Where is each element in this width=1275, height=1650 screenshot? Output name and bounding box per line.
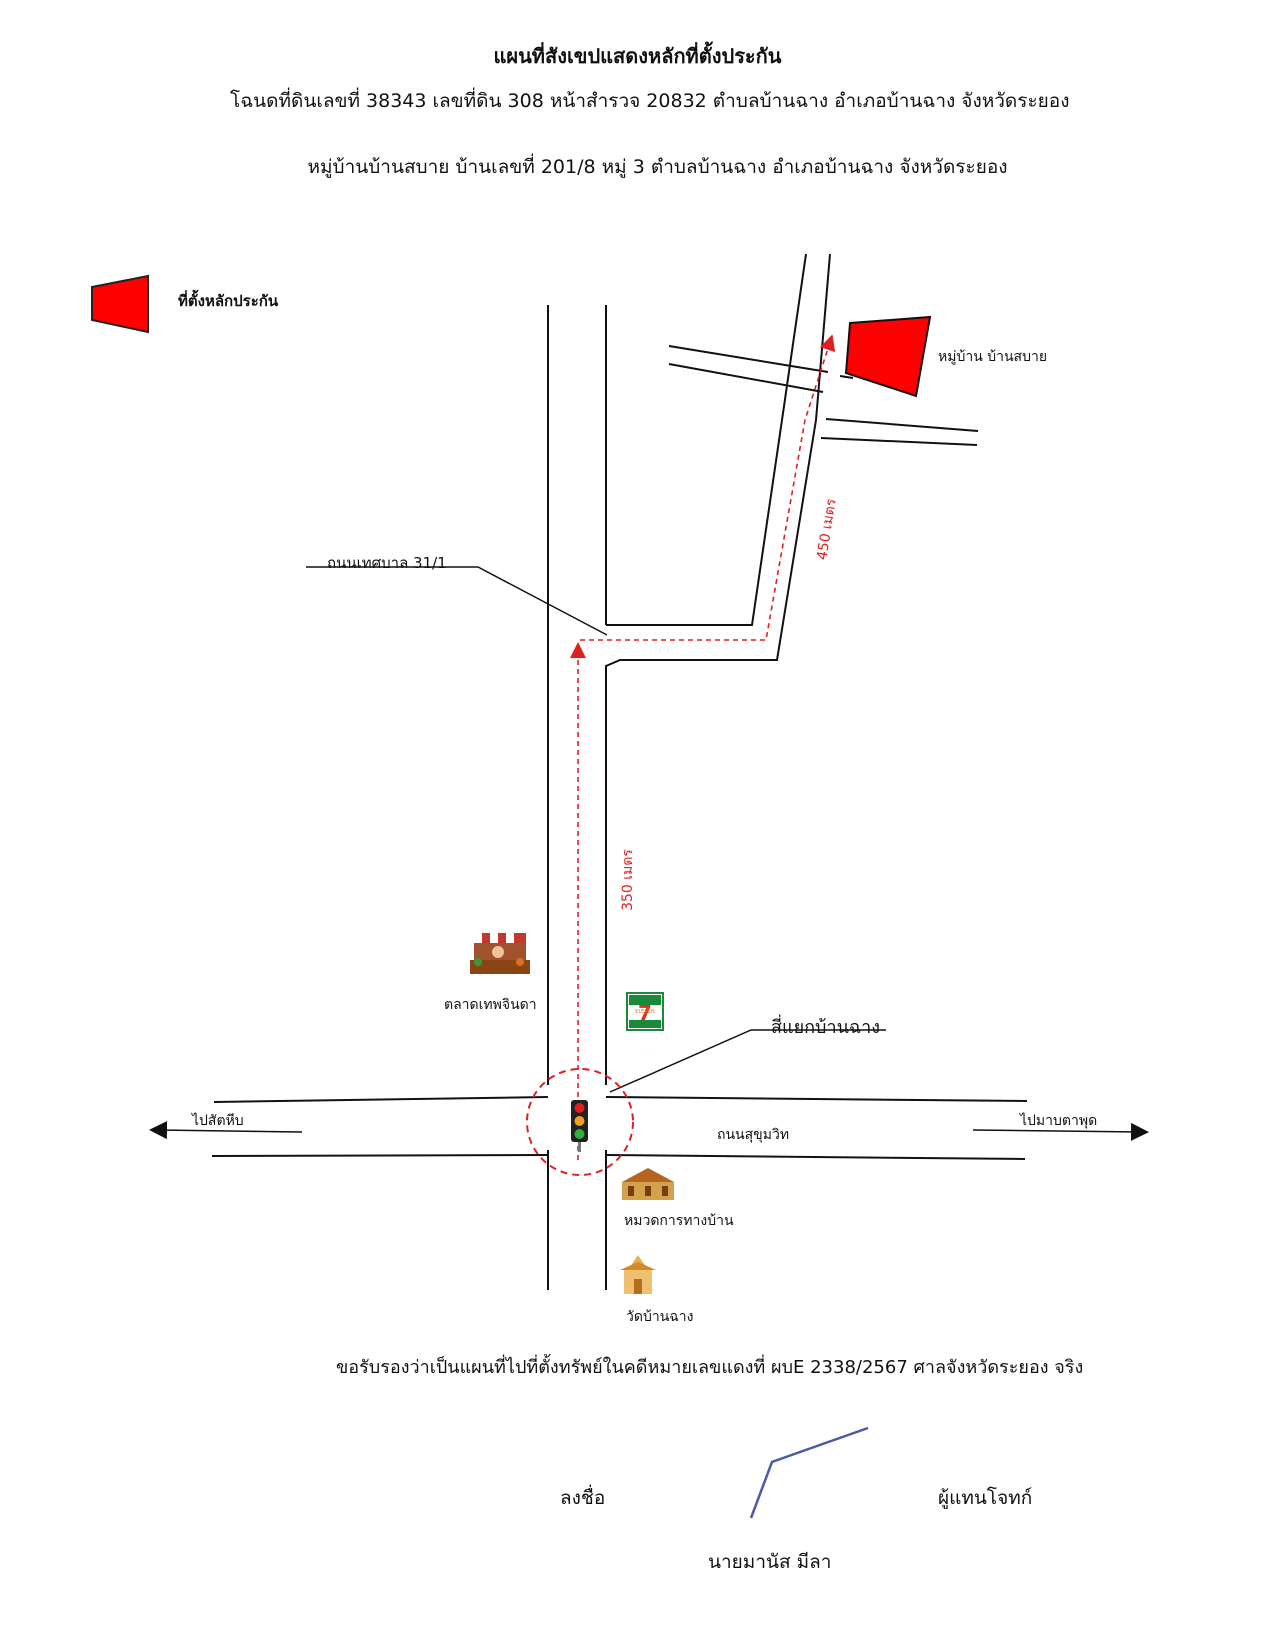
to-sattahip-label: ไปสัตหีบ bbox=[192, 1113, 244, 1129]
signer-name: นายมานัส มีลา bbox=[708, 1551, 832, 1573]
road-municipal-label: ถนนเทศบาล 31/1 bbox=[327, 554, 447, 572]
legend-collateral-marker bbox=[91, 274, 149, 334]
route-path bbox=[570, 334, 836, 1160]
distance-label-north: 450 เมตร bbox=[814, 497, 840, 561]
road-sukhumvit bbox=[211, 1096, 1028, 1160]
leader-municipal-road bbox=[306, 566, 608, 636]
highway-office-icon bbox=[622, 1168, 674, 1200]
representative-label: ผู้แทนโจทก์ bbox=[938, 1487, 1033, 1509]
village-label: หมู่บ้าน บ้านสบาย bbox=[938, 349, 1048, 365]
certification-text: ขอรับรองว่าเป็นแผนที่ไปที่ตั้งทรัพย์ในคด… bbox=[336, 1357, 1084, 1378]
svg-text:7: 7 bbox=[638, 1001, 652, 1025]
distance-label-south: 350 เมตร bbox=[620, 849, 636, 911]
temple-icon bbox=[620, 1255, 656, 1294]
collateral-location-marker bbox=[844, 315, 932, 398]
signature-stroke bbox=[749, 1426, 869, 1519]
arrow-east bbox=[972, 1122, 1149, 1141]
to-map-ta-phut-label: ไปมาบตาพุด bbox=[1020, 1113, 1098, 1129]
address-info: หมู่บ้านบ้านสบาย บ้านเลขที่ 201/8 หมู่ 3… bbox=[307, 156, 1008, 178]
leader-intersection bbox=[609, 1029, 886, 1093]
svg-text:ELEVEN: ELEVEN bbox=[635, 1009, 655, 1015]
sign-label: ลงชื่อ bbox=[560, 1487, 606, 1509]
page-title: แผนที่สังเขปแสดงหลักที่ตั้งประกัน bbox=[493, 44, 782, 68]
highway-office-label: หมวดการทางบ้าน bbox=[624, 1213, 734, 1229]
deed-info: โฉนดที่ดินเลขที่ 38343 เลขที่ดิน 308 หน้… bbox=[230, 90, 1070, 112]
traffic-light-icon bbox=[571, 1100, 588, 1152]
market-label: ตลาดเทพจินดา bbox=[444, 997, 537, 1013]
road-municipal-31-1 bbox=[547, 253, 831, 1290]
temple-label: วัดบ้านฉาง bbox=[626, 1309, 694, 1325]
seven-eleven-icon: 7 ELEVEN bbox=[626, 992, 664, 1031]
market-stall-icon bbox=[470, 933, 530, 974]
road-village bbox=[668, 345, 979, 446]
legend-label: ที่ตั้งหลักประกัน bbox=[178, 292, 279, 310]
intersection-label: สี่แยกบ้านฉาง bbox=[771, 1017, 881, 1038]
sukhumvit-label: ถนนสุขุมวิท bbox=[717, 1127, 790, 1143]
arrow-west bbox=[149, 1121, 303, 1140]
intersection-circle bbox=[526, 1068, 634, 1176]
